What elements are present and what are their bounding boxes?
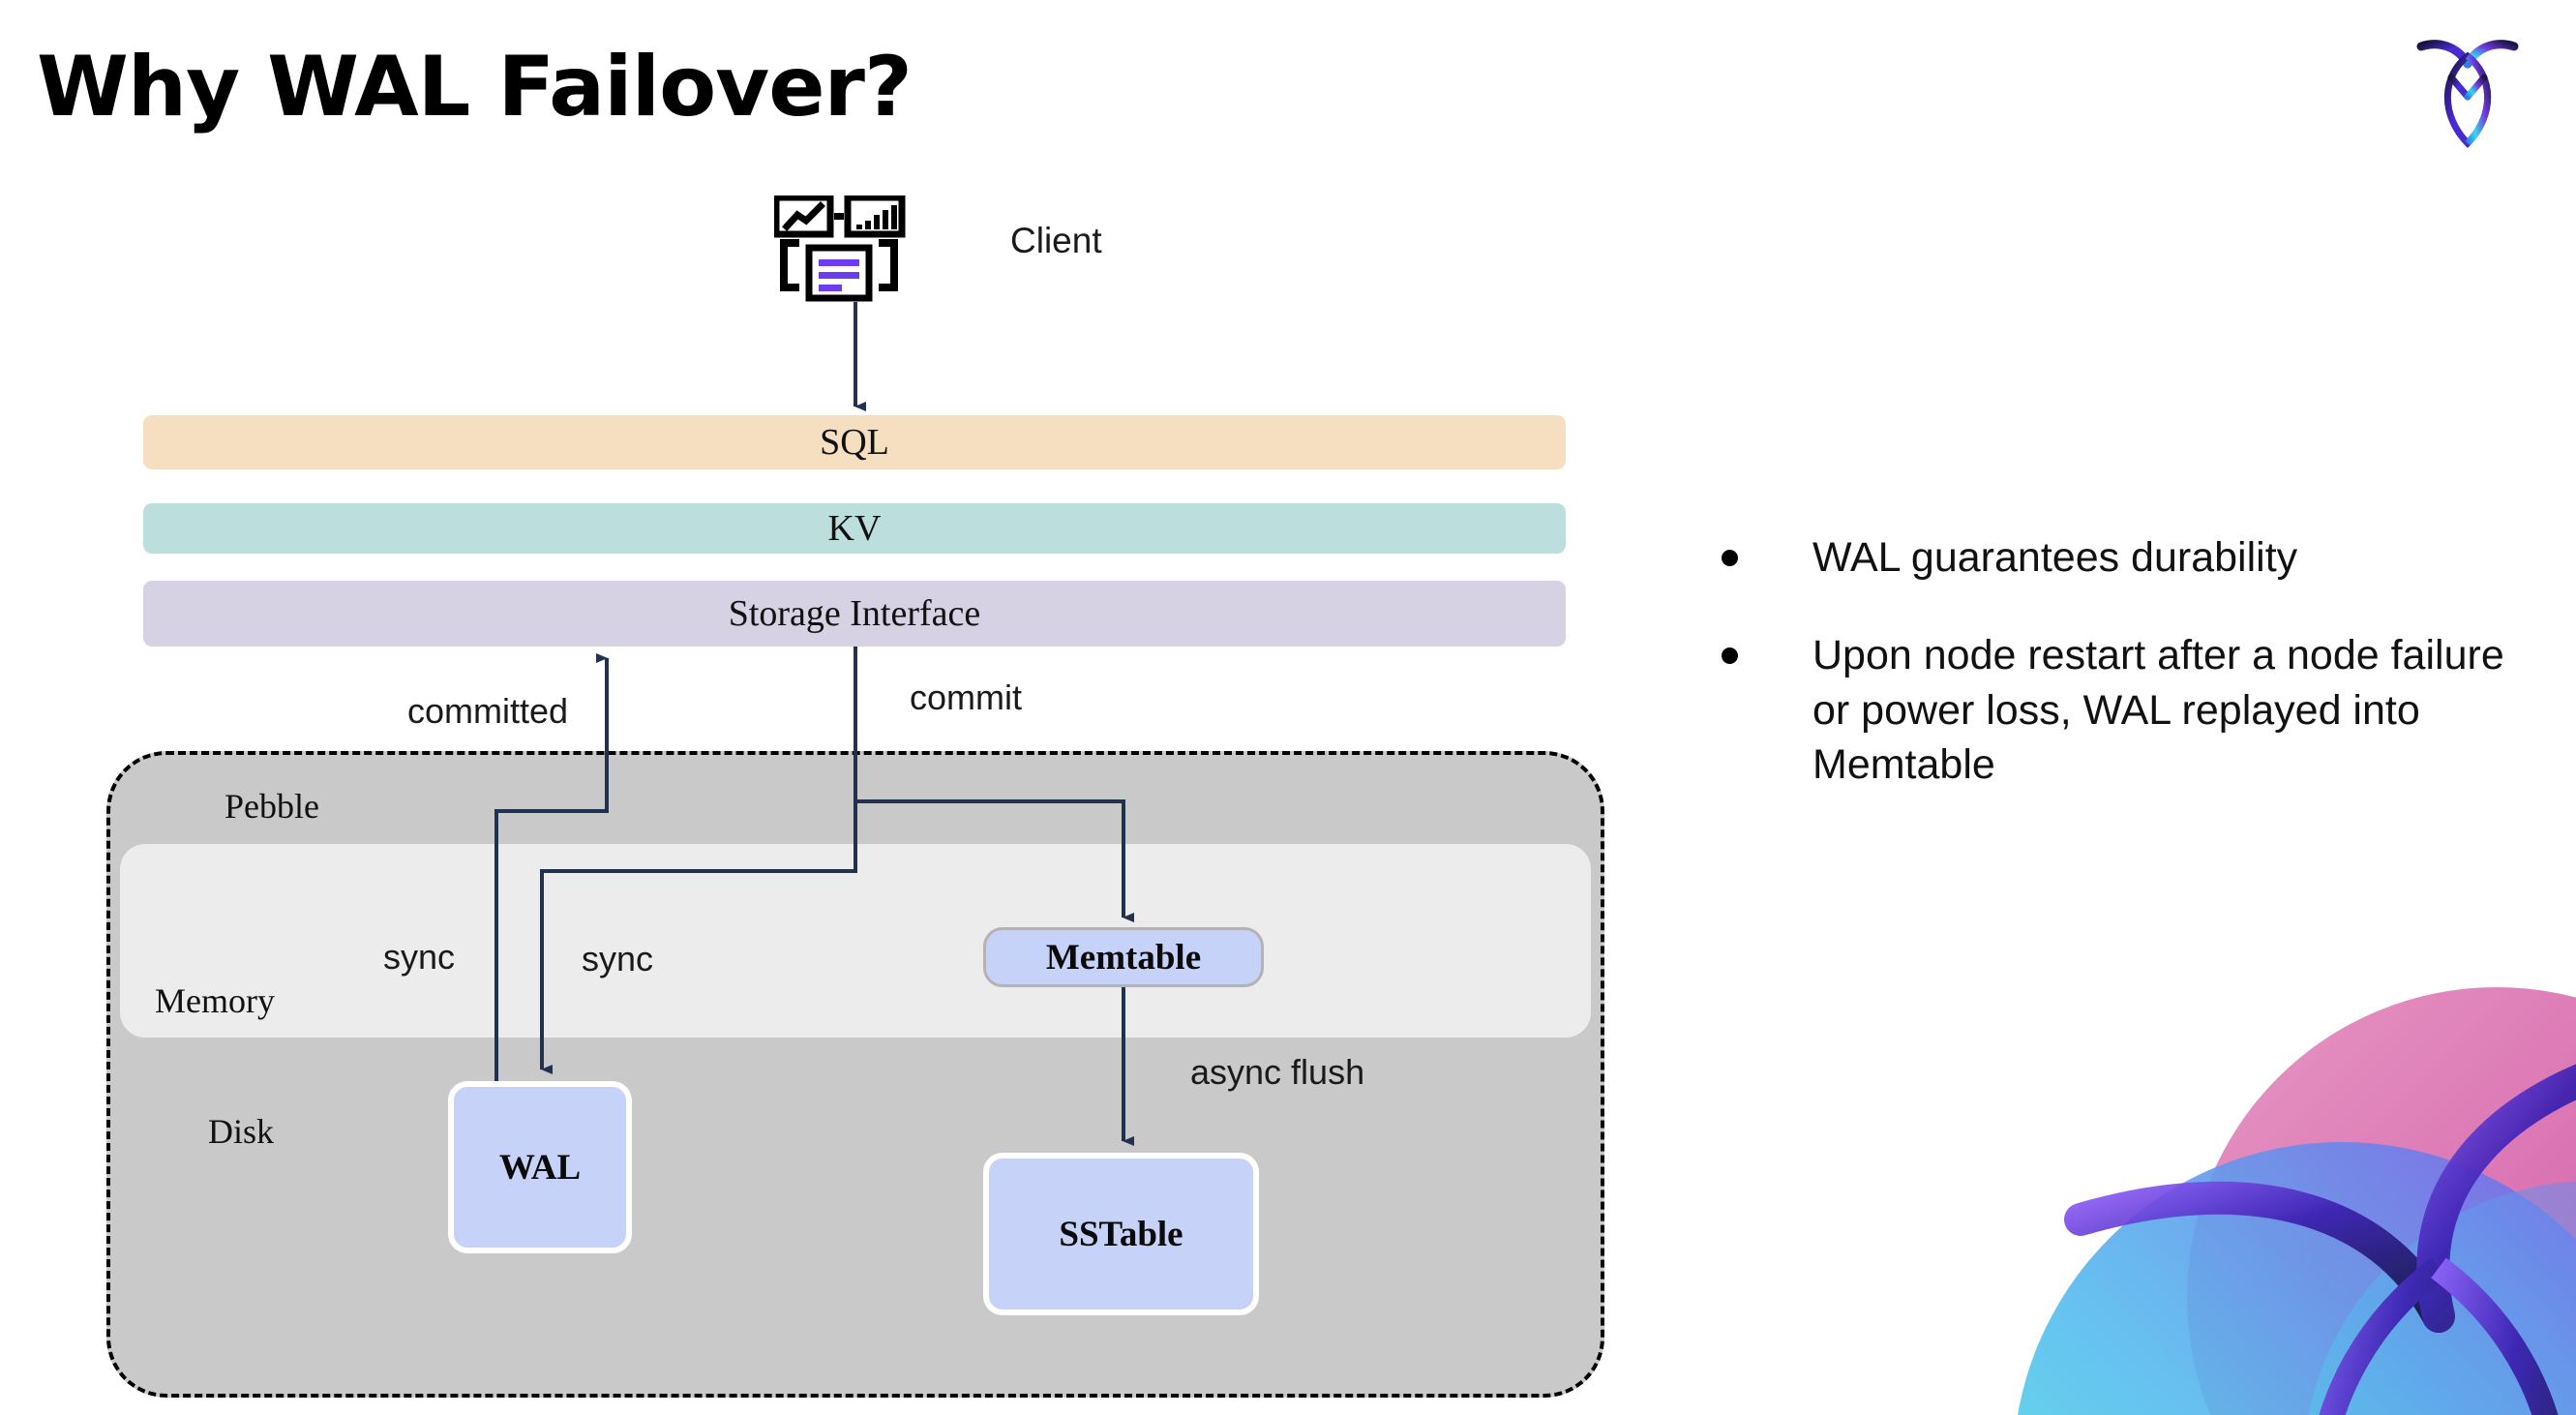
client-label: Client (1010, 221, 1102, 260)
bullet-text: Upon node restart after a node failure o… (1812, 631, 2504, 789)
bullet-dot-icon (1722, 647, 1738, 664)
edge-storage-to-memtable (854, 647, 1134, 922)
page-title: Why WAL Failover? (37, 39, 913, 135)
list-item: Upon node restart after a node failure o… (1713, 628, 2516, 793)
edge-wal-committed (494, 653, 609, 1081)
layer-bar-sql: SQL (143, 415, 1566, 469)
cockroachdb-gradient-mark-icon (1955, 929, 2576, 1415)
edge-label-sync-up: sync (383, 937, 456, 977)
memory-region (120, 844, 1591, 1038)
edge-label-async-flush: async flush (1190, 1052, 1365, 1092)
diagram-connectors (494, 302, 1134, 1146)
node-wal: WAL (448, 1081, 632, 1253)
node-label-sstable: SSTable (1059, 1214, 1183, 1254)
layer-label-sql: SQL (820, 422, 889, 463)
memory-label: Memory (155, 981, 275, 1020)
layer-bar-kv: KV (143, 503, 1566, 554)
pebble-label: Pebble (225, 787, 319, 826)
node-sstable: SSTable (983, 1153, 1259, 1315)
node-label-memtable: Memtable (1045, 937, 1202, 978)
list-item: WAL guarantees durability (1713, 530, 2516, 586)
bullet-text: WAL guarantees durability (1812, 534, 2298, 581)
bullet-list: WAL guarantees durability Upon node rest… (1713, 530, 2516, 793)
disk-label: Disk (208, 1112, 275, 1151)
edge-label-committed: committed (407, 691, 569, 731)
edge-label-commit: commit (910, 677, 1022, 717)
architecture-diagram: Client SQL KV Storage Interface Pebble M… (106, 194, 1604, 1398)
node-memtable: Memtable (983, 927, 1264, 987)
layer-label-kv: KV (827, 508, 882, 549)
cockroachdb-logo-icon (2410, 31, 2526, 155)
bullet-dot-icon (1722, 550, 1738, 566)
edge-storage-to-wal (540, 801, 857, 1074)
node-label-wal: WAL (498, 1147, 582, 1188)
edge-label-sync-down: sync (582, 939, 654, 978)
layer-bar-storage: Storage Interface (143, 581, 1566, 647)
client-dashboard-icon (772, 194, 929, 302)
layer-label-storage: Storage Interface (728, 593, 981, 634)
